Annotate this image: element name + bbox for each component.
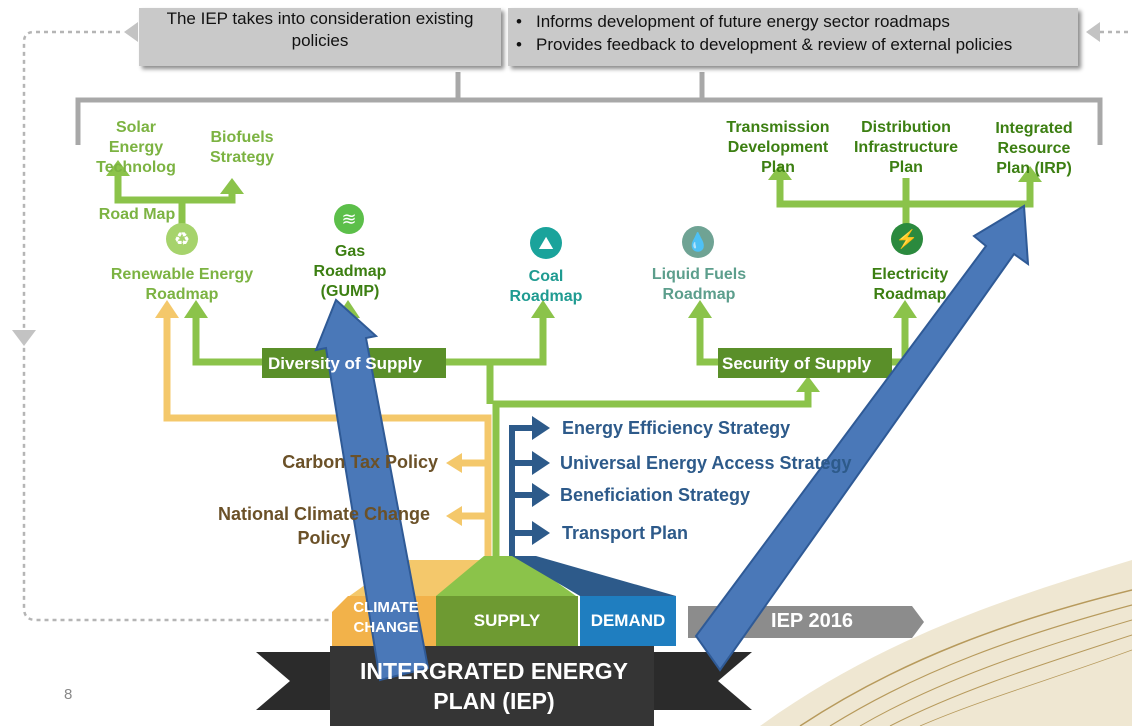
lightning-bolt-icon: ⚡ xyxy=(891,223,923,255)
gas-roadmap-label: Gas Roadmap (GUMP) xyxy=(313,243,387,300)
iep-outputs-box: •Informs development of future energy se… xyxy=(508,8,1078,66)
fuel-drop-icon: 💧 xyxy=(682,226,714,258)
liquid-fuels-roadmap-label: Liquid Fuels Roadmap xyxy=(651,266,747,303)
supply-funnel xyxy=(436,556,576,596)
feedback-arrow-right xyxy=(1086,22,1100,42)
blue-arrow-right xyxy=(694,204,1030,672)
distribution-plan-label: Distribution Infrastructure Plan xyxy=(853,119,959,176)
banner-ribbon-right xyxy=(652,652,752,710)
solar-label: Solar Energy Technolog xyxy=(96,119,176,176)
feedback-loop-dotted xyxy=(22,30,1132,622)
decorative-swoosh xyxy=(760,560,1132,726)
iep-output-item: •Provides feedback to development & revi… xyxy=(516,35,1013,54)
road-map-label: Road Map xyxy=(98,206,176,223)
feedback-arrow-down xyxy=(12,330,36,346)
iep-output-item: •Informs development of future energy se… xyxy=(516,12,950,31)
yellow-connectors xyxy=(163,316,492,560)
coal-mine-icon: ⛰ xyxy=(530,227,562,259)
gray-bracket xyxy=(75,72,1103,145)
biofuels-label: Biofuels Strategy xyxy=(209,129,275,166)
strategy-energy-efficiency: Energy Efficiency Strategy xyxy=(562,418,791,438)
recycle-icon: ♻ xyxy=(166,223,198,255)
strategy-transport-plan: Transport Plan xyxy=(562,523,689,543)
strategy-beneficiation: Beneficiation Strategy xyxy=(560,485,751,505)
renewable-roadmap-label: Renewable Energy Roadmap xyxy=(110,266,254,303)
navy-connectors xyxy=(509,425,534,560)
iep-2016-label: IEP 2016 xyxy=(771,610,853,632)
banner-ribbon-left xyxy=(256,652,334,710)
climate-change-tab: CLIMATE CHANGE xyxy=(353,599,419,636)
demand-tab-shape xyxy=(580,596,676,646)
electricity-roadmap-label: Electricity Roadmap xyxy=(871,266,949,303)
existing-policies-box: The IEP takes into consideration existin… xyxy=(139,8,501,66)
blue-arrow-left xyxy=(314,298,430,682)
diversity-of-supply-label: Diversity of Supply xyxy=(268,354,422,373)
transmission-plan-label: Transmission Development Plan xyxy=(726,119,830,176)
page-number: 8 xyxy=(64,686,73,703)
existing-policies-text: The IEP takes into consideration existin… xyxy=(166,9,474,50)
demand-tab: DEMAND xyxy=(590,611,666,630)
security-band xyxy=(718,348,892,378)
feedback-arrow-left xyxy=(124,22,138,42)
integrated-energy-plan-banner: INTERGRATED ENERGY PLAN (IEP) xyxy=(360,658,628,714)
strategy-universal-access: Universal Energy Access Strategy xyxy=(560,453,852,473)
iep-outputs-list: •Informs development of future energy se… xyxy=(508,10,1078,56)
gas-flame-icon: ≋ xyxy=(334,204,364,234)
supply-tab: SUPPLY xyxy=(473,611,541,630)
security-of-supply-label: Security of Supply xyxy=(722,354,872,373)
demand-funnel xyxy=(512,556,676,596)
irp-label: Integrated Resource Plan (IRP) xyxy=(995,120,1073,177)
supply-tab-shape xyxy=(436,596,578,646)
coal-roadmap-label: Coal Roadmap xyxy=(509,268,583,305)
climate-change-policy-label: National Climate Change Policy xyxy=(217,504,431,548)
carbon-tax-policy-label: Carbon Tax Policy xyxy=(282,452,438,472)
